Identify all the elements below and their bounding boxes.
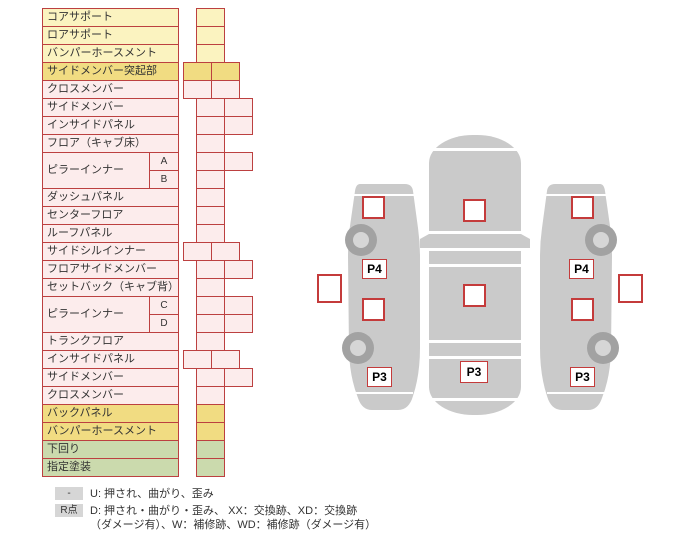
part-label: 指定塗装 [42,458,179,477]
legend-text-r-line1: D: 押され・曲がり・歪み、 XX：交換跡、XD：交換跡 [90,505,358,517]
part-label: インサイドパネル [42,350,179,369]
legend-text-r: D: 押され・曲がり・歪み、 XX：交換跡、XD：交換跡 （ダメージ有）、W：補… [90,504,376,532]
part-label: バンパーホースメント [42,44,179,63]
part-label: ダッシュパネル [42,188,179,207]
left-car-p3-marker[interactable]: P3 [367,367,392,387]
part-label: フロア（キャブ床） [42,134,179,153]
left-mirror-icon [420,234,429,248]
legend-row-r: R点 D: 押され・曲がり・歪み、 XX：交換跡、XD：交換跡 （ダメージ有）、… [55,504,376,532]
damage-cell[interactable] [196,458,225,477]
right-car-p3-marker[interactable]: P3 [570,367,595,387]
left-outer-panel-marker[interactable] [317,274,342,303]
damage-cell[interactable] [224,314,253,333]
right-outer-panel-marker[interactable] [618,274,643,303]
right-mirror-icon [521,234,530,248]
left-car-front-marker[interactable] [362,196,385,219]
right-car-front-marker[interactable] [571,196,594,219]
center-trunk-p3-marker[interactable]: P3 [460,361,488,383]
wheel-icon [342,332,374,364]
wheel-icon [345,224,377,256]
wheel-icon [587,332,619,364]
legend-text-u: U: 押され、曲がり、歪み [90,488,214,500]
legend-key-rpoint: R点 [55,504,83,517]
legend-row-u: - U: 押され、曲がり、歪み [55,487,376,501]
center-hood-marker[interactable] [463,199,486,222]
damage-cell[interactable] [224,152,253,171]
part-label: セットバック（キャブ背） [42,278,179,297]
wheel-icon [585,224,617,256]
part-label: ピラーインナー [42,152,150,189]
damage-cell[interactable] [224,116,253,135]
left-car-door-marker[interactable] [362,298,385,321]
center-roof-marker[interactable] [463,284,486,307]
right-car-door-marker[interactable] [571,298,594,321]
part-label: インサイドパネル [42,116,179,135]
legend-key-dash: - [55,487,83,500]
part-label: サイドメンバー突起部 [42,62,179,81]
right-car-p4-marker[interactable]: P4 [569,259,594,279]
part-label: サイドメンバー [42,98,179,117]
damage-cell[interactable] [224,368,253,387]
part-label: サイドメンバー [42,368,179,387]
part-label: センターフロア [42,206,179,225]
legend-text-r-line2: （ダメージ有）、W：補修跡、WD：補修跡（ダメージ有） [90,519,377,531]
left-car-p4-marker[interactable]: P4 [362,259,387,279]
damage-cell[interactable] [224,260,253,279]
car-top-view [420,135,530,415]
legend: - U: 押され、曲がり、歪み R点 D: 押され・曲がり・歪み、 XX：交換跡… [55,487,376,535]
